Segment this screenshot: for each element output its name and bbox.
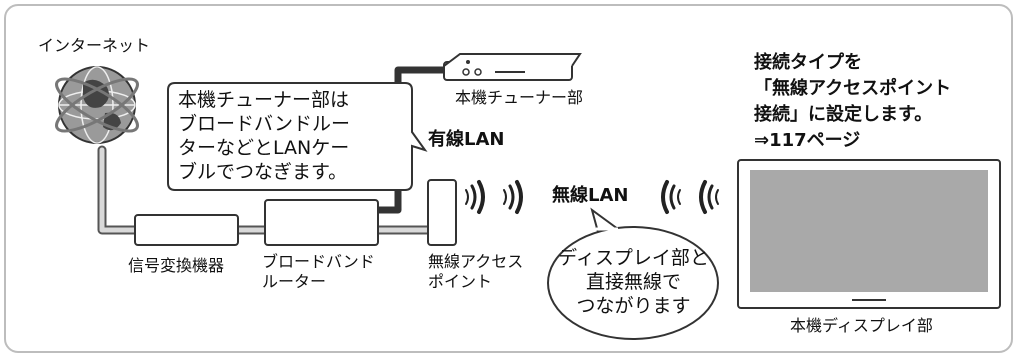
setup-instructions: 接続タイプを 「無線アクセスポイント 接続」に設定します。 ⇒117ページ: [754, 50, 1004, 154]
tuner-callout-text: 本機チューナー部は ブロードバンドルー ターなどとLANケー ブルでつなぎます。: [178, 89, 350, 183]
access-point-box: [427, 179, 457, 246]
tuner-label: 本機チューナー部: [455, 88, 584, 107]
page-reference: ⇒117ページ: [754, 130, 861, 151]
gray-cable: [97, 145, 433, 235]
wireless-waves-left-icon: [661, 180, 719, 214]
tuner-device: [443, 53, 582, 81]
tuner-callout-shape: [167, 82, 428, 191]
instruction-line: 接続」に設定します。: [754, 104, 933, 125]
diagram-frame: [4, 4, 1013, 353]
display-label: 本機ディスプレイ部: [790, 316, 933, 335]
access-point-label: 無線アクセス ポイント: [428, 252, 524, 291]
internet-label: インターネット: [38, 36, 151, 55]
signal-converter-box: [134, 214, 239, 246]
wireless-lan-label: 無線LAN: [552, 185, 629, 206]
instruction-line: 接続タイプを: [754, 52, 862, 73]
display-callout-shape: [590, 207, 619, 233]
signal-converter-label: 信号変換機器: [128, 256, 225, 275]
display-callout-text: ディスプレイ部と 直接無線で つながります: [558, 247, 709, 317]
router-label: ブロードバンド ルーター: [262, 252, 375, 291]
globe-icon: [55, 66, 139, 144]
display-device: [737, 159, 1001, 309]
wired-lan-label: 有線LAN: [428, 129, 505, 150]
router-box: [264, 199, 379, 246]
instruction-line: 「無線アクセスポイント: [754, 78, 952, 99]
wireless-waves-right-icon: [465, 180, 523, 214]
